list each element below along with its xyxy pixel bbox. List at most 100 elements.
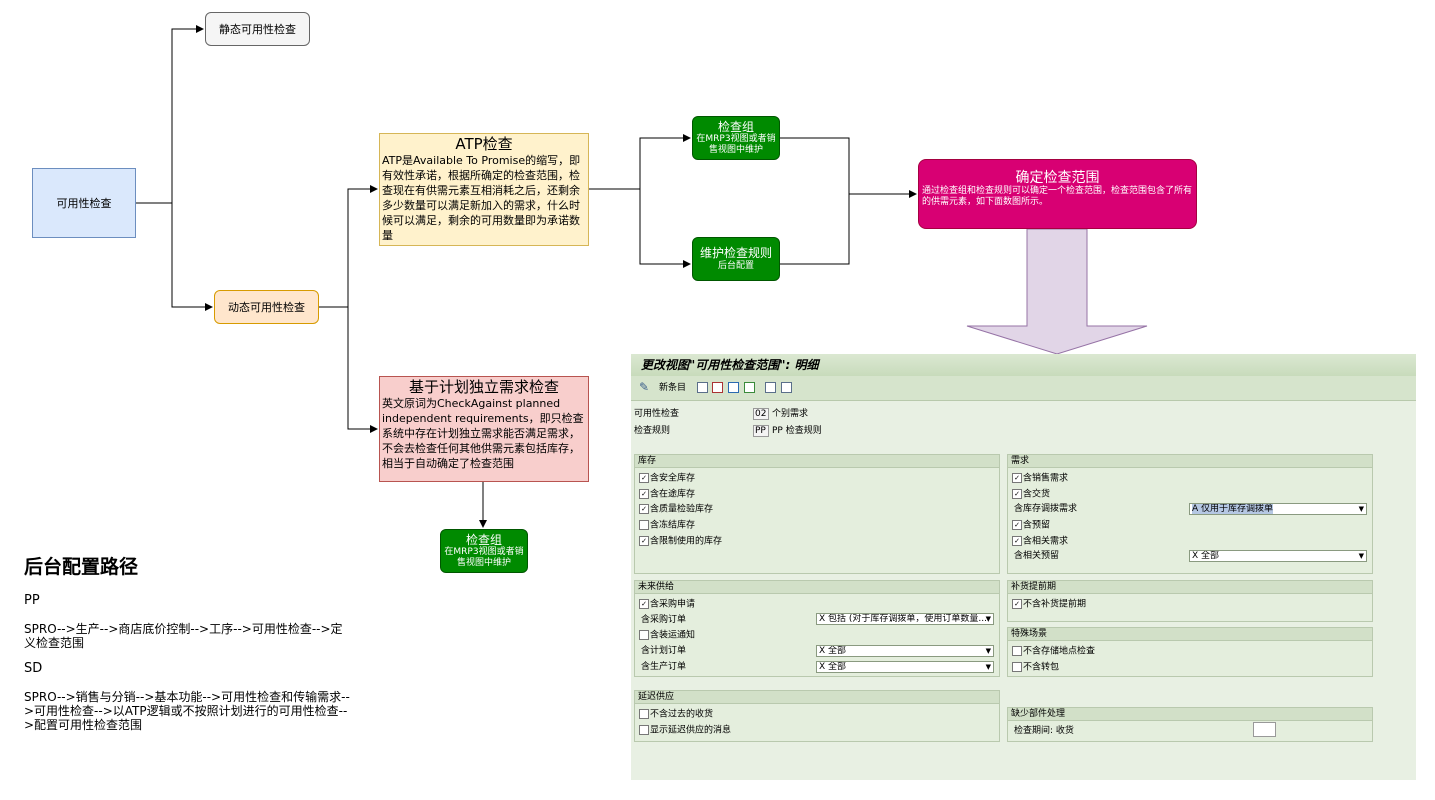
transfer-demand-dropdown[interactable]: A 仅用于库存调拨单 ▼ bbox=[1189, 503, 1367, 515]
delayed-item-label: 显示延迟供应的消息 bbox=[650, 725, 732, 736]
scope-title: 确定检查范围 bbox=[1015, 170, 1100, 186]
stock-item-label: 含安全库存 bbox=[650, 473, 696, 484]
chevron-down-icon[interactable]: ▼ bbox=[985, 615, 991, 623]
future-supply-title: 未来供给 bbox=[635, 581, 999, 594]
pir-node: 基于计划独立需求检查 英文原词为CheckAgainst planned ind… bbox=[379, 376, 589, 482]
undo-icon[interactable] bbox=[728, 382, 739, 393]
missing-parts-group: 缺少部件处理 bbox=[1007, 707, 1373, 742]
static-check-node: 静态可用性检查 bbox=[205, 12, 310, 46]
sd-label: SD bbox=[24, 661, 43, 676]
atp-node: ATP检查 ATP是Available To Promise的缩写，即有效性承诺… bbox=[379, 133, 589, 246]
delayed-item[interactable]: 显示延迟供应的消息 bbox=[639, 725, 731, 737]
purchase-order-dropdown[interactable]: X 包括 (对于库存调拨单，使用订单数量...▼ bbox=[816, 613, 994, 625]
avail-check-label: 可用性检查 bbox=[634, 409, 680, 419]
production-order-label: 含生产订单 bbox=[641, 662, 687, 672]
purchase-req-item[interactable]: ✓含采购申请 bbox=[639, 599, 695, 611]
checkbox[interactable]: ✓ bbox=[1012, 536, 1022, 546]
checkbox[interactable] bbox=[1012, 646, 1022, 656]
edge-rule-scope bbox=[780, 194, 850, 265]
checkbox[interactable]: ✓ bbox=[639, 473, 649, 483]
sd-path: SPRO-->销售与分销-->基本功能-->可用性检查和传输需求-->可用性检查… bbox=[24, 690, 350, 732]
atp-title: ATP检查 bbox=[455, 135, 513, 153]
chevron-down-icon[interactable]: ▼ bbox=[985, 647, 991, 655]
production-order-dropdown[interactable]: X 全部 ▼ bbox=[816, 661, 994, 673]
demand-item[interactable]: ✓含销售需求 bbox=[1012, 473, 1068, 485]
demand-item[interactable]: ✓含预留 bbox=[1012, 520, 1050, 532]
scope-desc: 通过检查组和检查规则可以确定一个检查范围，检查范围包含了所有的供需元素，如下面数… bbox=[922, 186, 1193, 207]
edge-atp-rule bbox=[589, 188, 691, 268]
shipping-notif-item[interactable]: 含装运通知 bbox=[639, 630, 695, 642]
checkbox[interactable] bbox=[1012, 662, 1022, 672]
purchase-order-label: 含采购订单 bbox=[641, 615, 687, 625]
deselect-icon[interactable] bbox=[765, 382, 776, 393]
availability-check-label: 可用性检查 bbox=[56, 197, 112, 210]
delayed-group: 延迟供应 bbox=[634, 690, 1000, 742]
checkbox[interactable]: ✓ bbox=[1012, 520, 1022, 530]
replenish-item[interactable]: ✓不含补货提前期 bbox=[1012, 599, 1086, 611]
checkbox[interactable] bbox=[639, 709, 649, 719]
shipping-notif-label: 含装运通知 bbox=[650, 630, 696, 641]
check-rule-field[interactable]: PP bbox=[753, 425, 769, 437]
edge-dynamic-pir bbox=[319, 306, 378, 433]
stock-item[interactable]: ✓含质量检验库存 bbox=[639, 504, 713, 516]
delayed-item[interactable]: 不含过去的收货 bbox=[639, 709, 713, 721]
planned-order-dropdown[interactable]: X 全部▼ bbox=[816, 645, 994, 657]
checkbox[interactable]: ✓ bbox=[639, 504, 649, 514]
print-icon[interactable] bbox=[781, 382, 792, 393]
demand-item[interactable]: ✓含交货 bbox=[1012, 489, 1050, 501]
stock-item-label: 含在途库存 bbox=[650, 489, 696, 500]
purchase-req-label: 含采购申请 bbox=[650, 599, 696, 610]
demand-item[interactable]: ✓含相关需求 bbox=[1012, 536, 1068, 548]
sap-availability-scope-screen: 更改视图"可用性检查范围": 明细 ✎ 新条目 可用性检查 02 个别需求 检查… bbox=[631, 354, 1416, 780]
checkbox[interactable] bbox=[639, 520, 649, 530]
pp-path: SPRO-->生产-->商店底价控制-->工序-->可用性检查-->定义检查范围 bbox=[24, 622, 343, 650]
check-period-field[interactable] bbox=[1253, 722, 1276, 737]
pir-desc: 英文原词为CheckAgainst planned independent re… bbox=[382, 397, 584, 470]
checkbox[interactable] bbox=[639, 630, 649, 640]
edit-icon[interactable]: ✎ bbox=[639, 380, 650, 394]
delete-icon[interactable] bbox=[712, 382, 723, 393]
edge-atp-group bbox=[589, 134, 691, 190]
production-order-value: X 全部 bbox=[819, 662, 847, 672]
stock-item[interactable]: ✓含安全库存 bbox=[639, 473, 695, 485]
purchase-order-value: X 包括 (对于库存调拨单，使用订单数量... bbox=[819, 614, 987, 624]
demand-group-title: 需求 bbox=[1008, 455, 1372, 468]
dependent-reservation-dropdown[interactable]: X 全部▼ bbox=[1189, 550, 1367, 562]
checkbox[interactable]: ✓ bbox=[1012, 473, 1022, 483]
transfer-demand-value: A 仅用于库存调拨单 bbox=[1192, 504, 1274, 514]
checkbox[interactable]: ✓ bbox=[1012, 489, 1022, 499]
demand-item-label: 含交货 bbox=[1023, 489, 1051, 500]
copy-icon[interactable] bbox=[697, 382, 708, 393]
stock-group: 库存 bbox=[634, 454, 1000, 574]
demand-item-label: 含相关需求 bbox=[1023, 536, 1069, 547]
sap-title: 更改视图"可用性检查范围": 明细 bbox=[631, 354, 1416, 376]
demand-item-label: 含预留 bbox=[1023, 520, 1051, 531]
select-all-icon[interactable] bbox=[744, 382, 755, 393]
scope-node: 确定检查范围 通过检查组和检查规则可以确定一个检查范围，检查范围包含了所有的供需… bbox=[918, 159, 1197, 229]
replenish-group: 补货提前期 bbox=[1007, 580, 1373, 622]
checkbox[interactable]: ✓ bbox=[639, 599, 649, 609]
avail-check-field[interactable]: 02 bbox=[753, 408, 769, 420]
future-supply-group: 未来供给 bbox=[634, 580, 1000, 677]
edge-dynamic-atp bbox=[319, 185, 378, 308]
pp-label: PP bbox=[24, 593, 40, 608]
special-item[interactable]: 不含转包 bbox=[1012, 662, 1059, 674]
checkbox[interactable]: ✓ bbox=[1012, 599, 1022, 609]
checkbox[interactable] bbox=[639, 725, 649, 735]
checkbox[interactable]: ✓ bbox=[639, 536, 649, 546]
stock-item[interactable]: ✓含在途库存 bbox=[639, 489, 695, 501]
stock-item[interactable]: 含冻结库存 bbox=[639, 520, 695, 532]
new-entries-button[interactable]: 新条目 bbox=[659, 383, 687, 393]
stock-item[interactable]: ✓含限制使用的库存 bbox=[639, 536, 722, 548]
delayed-item-label: 不含过去的收货 bbox=[650, 709, 714, 720]
chevron-down-icon[interactable]: ▼ bbox=[1358, 552, 1364, 560]
missing-parts-title: 缺少部件处理 bbox=[1008, 708, 1372, 721]
check-group-node-2: 检查组 在MRP3视图或者销售视图中维护 bbox=[440, 529, 528, 573]
checkbox[interactable]: ✓ bbox=[639, 489, 649, 499]
planned-order-label: 含计划订单 bbox=[641, 646, 687, 656]
chevron-down-icon[interactable]: ▼ bbox=[985, 663, 991, 671]
dynamic-check-label: 动态可用性检查 bbox=[228, 301, 305, 314]
chevron-down-icon[interactable]: ▼ bbox=[1358, 505, 1364, 513]
big-down-arrow bbox=[966, 228, 1148, 355]
special-item[interactable]: 不含存储地点检查 bbox=[1012, 646, 1095, 658]
